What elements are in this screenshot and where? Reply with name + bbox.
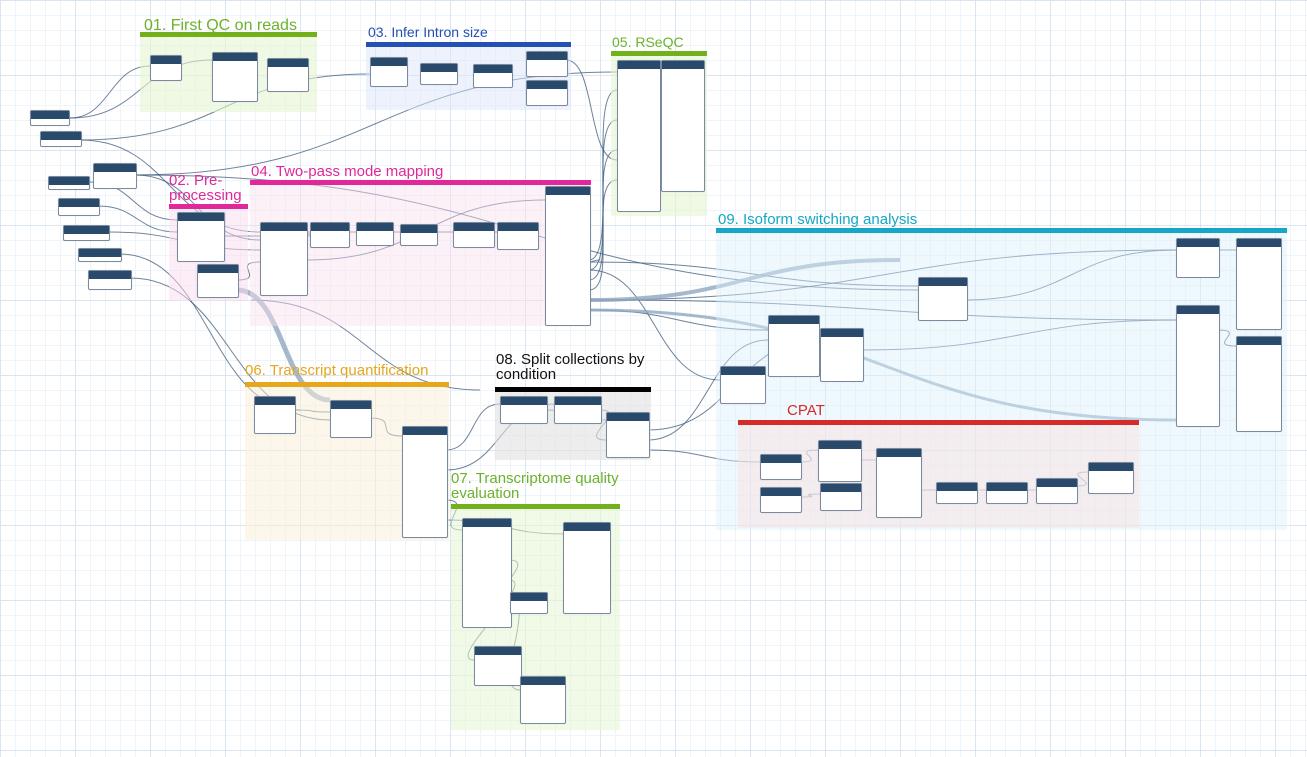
workflow-node[interactable] — [330, 400, 372, 438]
workflow-node[interactable] — [254, 396, 296, 434]
workflow-node[interactable] — [370, 57, 408, 87]
workflow-node[interactable] — [93, 163, 137, 189]
workflow-node[interactable] — [402, 426, 448, 538]
workflow-node[interactable] — [260, 222, 308, 296]
frame-title-06: 06. Transcript quantification — [245, 362, 429, 379]
workflow-node[interactable] — [310, 222, 350, 248]
workflow-node[interactable] — [554, 396, 602, 424]
frame-bar — [611, 51, 707, 56]
workflow-node[interactable] — [526, 51, 568, 77]
frame-bar — [495, 387, 651, 392]
workflow-node[interactable] — [1088, 462, 1134, 494]
frame-bar — [140, 32, 317, 37]
workflow-node[interactable] — [1036, 478, 1078, 504]
workflow-node[interactable] — [918, 277, 968, 321]
workflow-node[interactable] — [1236, 238, 1282, 330]
workflow-node[interactable] — [720, 366, 766, 404]
edge — [565, 59, 618, 161]
workflow-node[interactable] — [760, 454, 802, 480]
workflow-node[interactable] — [356, 222, 394, 246]
edge — [69, 65, 151, 119]
workflow-node[interactable] — [510, 592, 548, 614]
frame-title-01: 01. First QC on reads — [144, 17, 297, 34]
workflow-node[interactable] — [526, 80, 568, 106]
workflow-node[interactable] — [563, 522, 611, 614]
workflow-node[interactable] — [661, 60, 705, 192]
frame-cpat[interactable] — [738, 420, 1139, 528]
workflow-node[interactable] — [48, 176, 90, 190]
frame-title-cpat: CPAT — [787, 402, 825, 419]
workflow-node[interactable] — [520, 676, 566, 724]
workflow-node[interactable] — [1176, 305, 1220, 427]
workflow-node[interactable] — [63, 225, 110, 241]
workflow-node[interactable] — [606, 412, 650, 458]
workflow-node[interactable] — [986, 482, 1028, 504]
workflow-node[interactable] — [30, 110, 70, 126]
workflow-node[interactable] — [768, 315, 820, 377]
frame-title-02: 02. Pre-processing — [169, 172, 242, 204]
frame-title-09: 09. Isoform switching analysis — [718, 211, 918, 228]
edge — [445, 403, 501, 451]
frame-bar — [366, 42, 571, 47]
workflow-node[interactable] — [818, 440, 862, 482]
workflow-node[interactable] — [150, 55, 182, 81]
workflow-node[interactable] — [820, 483, 862, 511]
workflow-node[interactable] — [617, 60, 661, 212]
workflow-node[interactable] — [500, 396, 548, 424]
workflow-node[interactable] — [58, 198, 100, 216]
workflow-node[interactable] — [876, 448, 922, 518]
workflow-node[interactable] — [40, 131, 82, 147]
workflow-node[interactable] — [212, 52, 258, 102]
workflow-node[interactable] — [453, 222, 495, 248]
frame-title-05: 05. RSeQC — [612, 34, 684, 50]
workflow-node[interactable] — [400, 224, 438, 246]
workflow-node[interactable] — [545, 186, 591, 326]
workflow-node[interactable] — [88, 270, 132, 290]
frame-bar — [451, 504, 620, 509]
frame-title-08: 08. Split collections by condition — [496, 351, 645, 383]
workflow-node[interactable] — [474, 646, 522, 686]
workflow-node[interactable] — [420, 63, 458, 85]
workflow-node[interactable] — [462, 518, 512, 628]
frame-title-03: 03. Infer Intron size — [368, 24, 488, 40]
workflow-node[interactable] — [177, 212, 225, 262]
frame-bar — [716, 228, 1287, 233]
frame-bar — [738, 420, 1139, 425]
workflow-node[interactable] — [78, 248, 122, 262]
frame-bar — [245, 382, 449, 387]
workflow-node[interactable] — [1176, 238, 1220, 278]
workflow-node[interactable] — [1236, 336, 1282, 432]
workflow-node[interactable] — [760, 487, 802, 513]
workflow-node[interactable] — [473, 64, 513, 88]
workflow-node[interactable] — [267, 58, 309, 92]
workflow-node[interactable] — [497, 222, 539, 250]
frame-bar — [250, 180, 591, 185]
workflow-node[interactable] — [936, 482, 978, 504]
workflow-node[interactable] — [197, 264, 239, 298]
workflow-node[interactable] — [820, 328, 864, 382]
frame-bar — [169, 204, 248, 209]
frame-title-04: 04. Two-pass mode mapping — [251, 163, 444, 180]
frame-title-07: 07. Transcriptome quality evaluation — [451, 470, 619, 502]
